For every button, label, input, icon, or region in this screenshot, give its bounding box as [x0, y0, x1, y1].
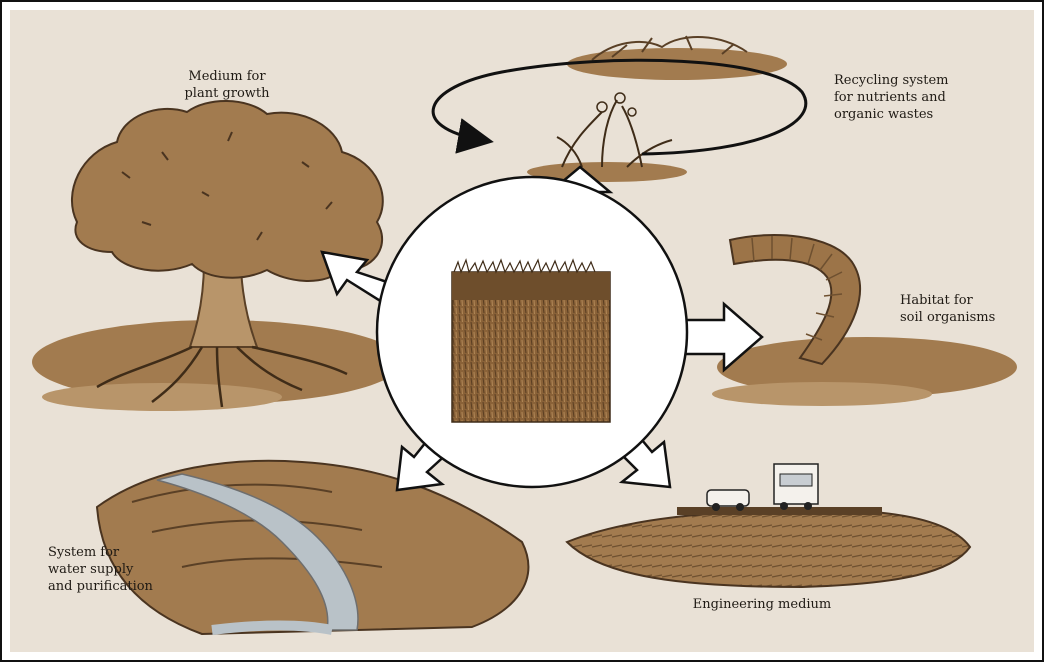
soil-profile-icon — [452, 260, 610, 422]
label-recycling-system: Recycling system for nutrients and organ… — [834, 72, 1014, 123]
label-habitat: Habitat for soil organisms — [900, 292, 1030, 326]
label-plant-growth: Medium for plant growth — [162, 68, 292, 102]
label-water-supply: System for water supply and purification — [48, 544, 178, 595]
truck-icon — [774, 464, 818, 510]
label-engineering-medium: Engineering medium — [662, 596, 862, 613]
